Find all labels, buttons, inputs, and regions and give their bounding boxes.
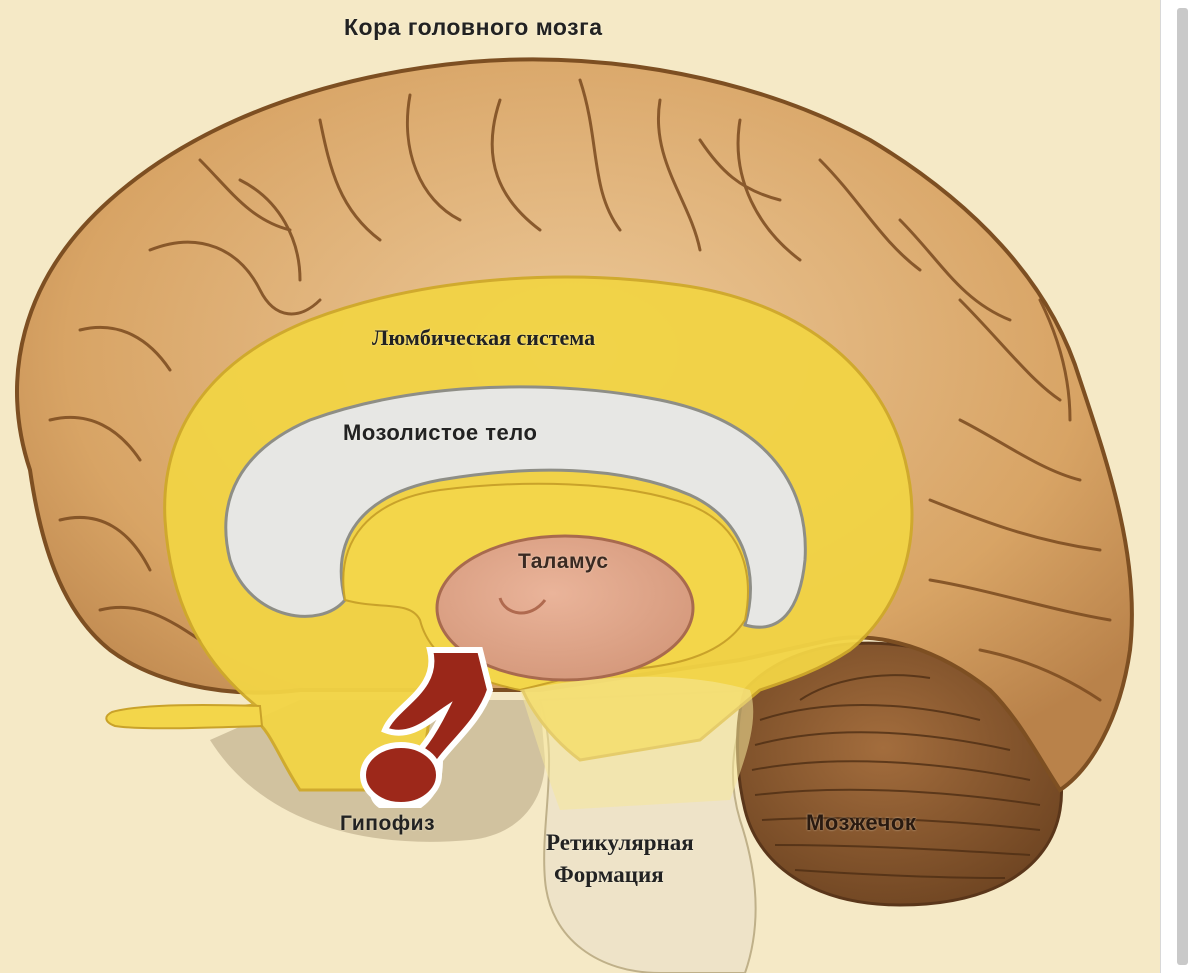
scrollbar-thumb[interactable] (1177, 8, 1188, 965)
label-reticular-line1: Ретикулярная (546, 830, 694, 855)
cortex-sulci (48, 78, 1112, 702)
reticular-formation-shape (520, 676, 754, 810)
label-cerebellum: Мозжечок (806, 810, 917, 835)
label-thalamus: Таламус (518, 550, 609, 573)
corpus-callosum-shape (224, 385, 807, 629)
brain-sagittal-illustration (15, 57, 1134, 973)
pituitary-gland (360, 742, 442, 808)
label-cortex: Кора головного мозга (344, 14, 603, 40)
cerebellum-folia (751, 674, 1041, 879)
label-reticular-line2: Формация (554, 862, 664, 887)
olfactory-bulb (105, 703, 264, 730)
label-limbic-system: Люмбическая система (372, 325, 596, 350)
thalamus-shape (435, 534, 695, 682)
label-pituitary: Гипофиз (340, 812, 436, 835)
label-corpus-callosum: Мозолистое тело (343, 420, 538, 445)
thalamus-mark (498, 597, 547, 615)
